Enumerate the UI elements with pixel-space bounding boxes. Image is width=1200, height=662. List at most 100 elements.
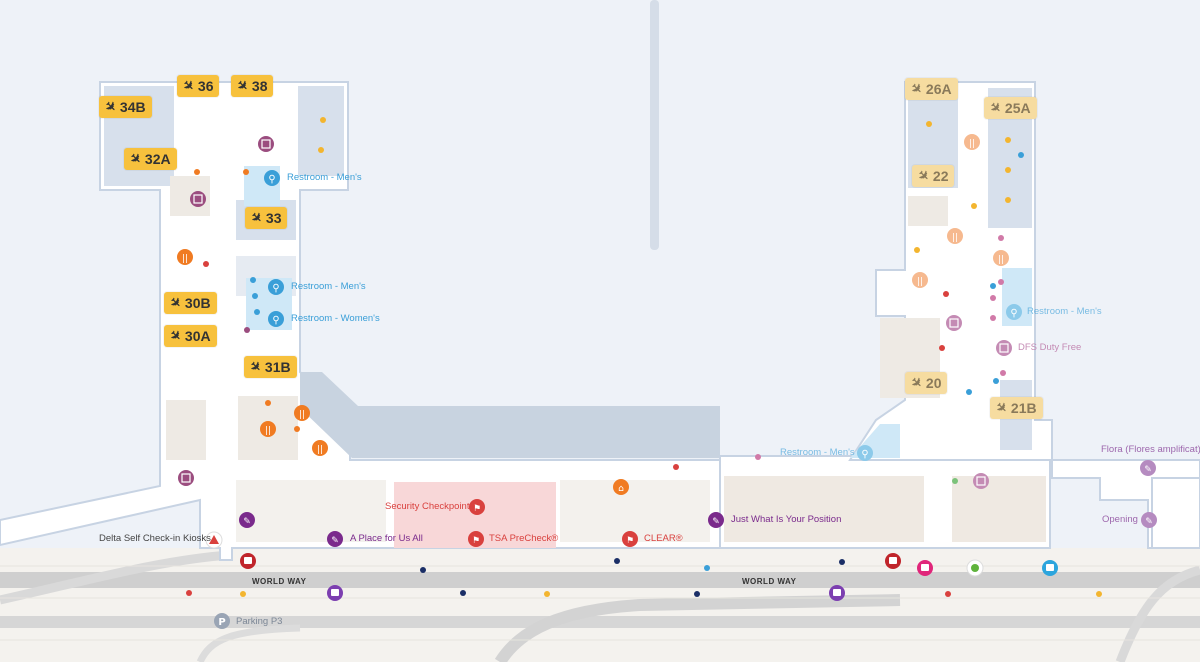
- road-label: WORLD WAY: [742, 577, 797, 586]
- clear-icon[interactable]: ⚑: [622, 531, 638, 547]
- airplane-icon: ✈: [247, 208, 266, 227]
- road-left-curve: [196, 624, 301, 662]
- parking-label[interactable]: Parking P3: [236, 616, 283, 627]
- bus-icon[interactable]: [327, 585, 343, 601]
- gate-badge[interactable]: ✈20: [905, 372, 948, 394]
- parking-lines: [0, 565, 1200, 641]
- airplane-icon: ✈: [914, 166, 933, 185]
- svg-text:⚲: ⚲: [268, 174, 275, 185]
- art-icon[interactable]: ✎: [327, 531, 343, 547]
- airplane-icon: ✈: [126, 149, 145, 168]
- restroom-label[interactable]: Restroom - Men's: [780, 447, 855, 458]
- security-label[interactable]: Security Checkpoint: [385, 501, 470, 512]
- svg-text:⌂: ⌂: [618, 484, 624, 494]
- shop-label[interactable]: DFS Duty Free: [1018, 342, 1082, 353]
- tsa-precheck-icon[interactable]: ⚑: [468, 531, 484, 547]
- checkin-area-2: [560, 480, 710, 542]
- bus-icon[interactable]: [1042, 560, 1058, 576]
- gate-badge[interactable]: ✈30B: [164, 292, 217, 314]
- gate-badge[interactable]: ✈30A: [164, 325, 217, 347]
- food-icon[interactable]: ||: [947, 228, 963, 244]
- gate-badge[interactable]: ✈26A: [905, 78, 958, 100]
- road-ramp-right: [1115, 565, 1200, 662]
- restroom-icon[interactable]: ⚲: [268, 279, 284, 295]
- security-icon[interactable]: ⚑: [469, 499, 485, 515]
- shop-icon[interactable]: [946, 315, 962, 331]
- svg-text:||: ||: [265, 426, 271, 436]
- svg-text:⚲: ⚲: [861, 449, 868, 460]
- shuttle-icon[interactable]: [966, 559, 984, 577]
- art-icon[interactable]: ✎: [1141, 512, 1157, 528]
- checkin-area-1: [236, 480, 386, 542]
- food-icon[interactable]: ||: [312, 440, 328, 456]
- delta-kiosk-label[interactable]: Delta Self Check-in Kiosks: [99, 533, 211, 544]
- gate-label: 34B: [119, 99, 146, 115]
- delta-icon[interactable]: [205, 531, 223, 549]
- airplane-icon: ✈: [246, 357, 265, 376]
- food-icon[interactable]: ||: [294, 405, 310, 421]
- corridor-block: [724, 476, 924, 542]
- shop-icon[interactable]: [996, 340, 1012, 356]
- gate-badge[interactable]: ✈34B: [99, 96, 152, 118]
- restroom-icon[interactable]: ⚲: [857, 445, 873, 461]
- gate-badge[interactable]: ✈21B: [990, 397, 1043, 419]
- airplane-icon: ✈: [179, 76, 198, 95]
- bus-icon[interactable]: [240, 553, 256, 569]
- gate-label: 30A: [184, 328, 211, 344]
- gate-badge[interactable]: ✈22: [912, 165, 955, 187]
- gate-label: 26A: [925, 81, 952, 97]
- restroom-icon[interactable]: ⚲: [1006, 304, 1022, 320]
- restroom-icon[interactable]: ⚲: [268, 311, 284, 327]
- gate-badge[interactable]: ✈33: [245, 207, 288, 229]
- block-top-right: [298, 86, 344, 176]
- art-label[interactable]: Just What Is Your Position: [731, 514, 842, 525]
- block-side2: [166, 400, 206, 460]
- shop-icon[interactable]: [190, 191, 206, 207]
- bus-icon[interactable]: [917, 560, 933, 576]
- poi-dots: [186, 117, 1102, 597]
- gate-badge[interactable]: ✈31B: [244, 356, 297, 378]
- restroom-label[interactable]: Restroom - Men's: [1027, 306, 1102, 317]
- gate-label: 25A: [1004, 100, 1031, 116]
- restroom-label[interactable]: Restroom - Men's: [287, 172, 362, 183]
- parking-icon[interactable]: P: [214, 613, 230, 629]
- food-icon[interactable]: ||: [260, 421, 276, 437]
- art-icon[interactable]: ✎: [708, 512, 724, 528]
- bus-icon[interactable]: [829, 585, 845, 601]
- restroom-icon[interactable]: ⚲: [264, 170, 280, 186]
- restroom-label[interactable]: Restroom - Women's: [291, 313, 380, 324]
- clear-label[interactable]: CLEAR®: [644, 533, 683, 544]
- gate-label: 21B: [1010, 400, 1037, 416]
- baggage-icon[interactable]: ⌂: [613, 479, 629, 495]
- bus-icon[interactable]: [885, 553, 901, 569]
- svg-text:⚲: ⚲: [272, 283, 279, 294]
- food-icon[interactable]: ||: [912, 272, 928, 288]
- gate-badge[interactable]: ✈32A: [124, 148, 177, 170]
- food-icon[interactable]: ||: [993, 250, 1009, 266]
- svg-text:||: ||: [998, 255, 1004, 265]
- art-icon[interactable]: ✎: [1140, 460, 1156, 476]
- gate-label: 36: [197, 78, 214, 94]
- shop-icon[interactable]: [178, 470, 194, 486]
- art-label[interactable]: Flora (Flores amplificat): [1101, 444, 1200, 455]
- art-label[interactable]: A Place for Us All: [350, 533, 423, 544]
- food-icon[interactable]: ||: [964, 134, 980, 150]
- restroom-label[interactable]: Restroom - Men's: [291, 281, 366, 292]
- food-icon[interactable]: ||: [177, 249, 193, 265]
- art-label[interactable]: Opening: [1102, 514, 1138, 525]
- gate-badge[interactable]: ✈38: [231, 75, 274, 97]
- shop-icon[interactable]: [258, 136, 274, 152]
- airplane-icon: ✈: [101, 97, 120, 116]
- tsa-precheck-label[interactable]: TSA PreCheck®: [489, 533, 559, 544]
- gate-badge[interactable]: ✈25A: [984, 97, 1037, 119]
- gate-badge[interactable]: ✈36: [177, 75, 220, 97]
- gate-label: 22: [932, 168, 949, 184]
- svg-text:✎: ✎: [331, 536, 339, 546]
- art-icon[interactable]: ✎: [239, 512, 255, 528]
- svg-text:✎: ✎: [243, 517, 251, 527]
- shop-icon[interactable]: [973, 473, 989, 489]
- connector-building: [300, 372, 720, 458]
- svg-text:✎: ✎: [1144, 465, 1152, 475]
- block-r7: [1151, 477, 1200, 549]
- corridor-block2: [952, 476, 1046, 542]
